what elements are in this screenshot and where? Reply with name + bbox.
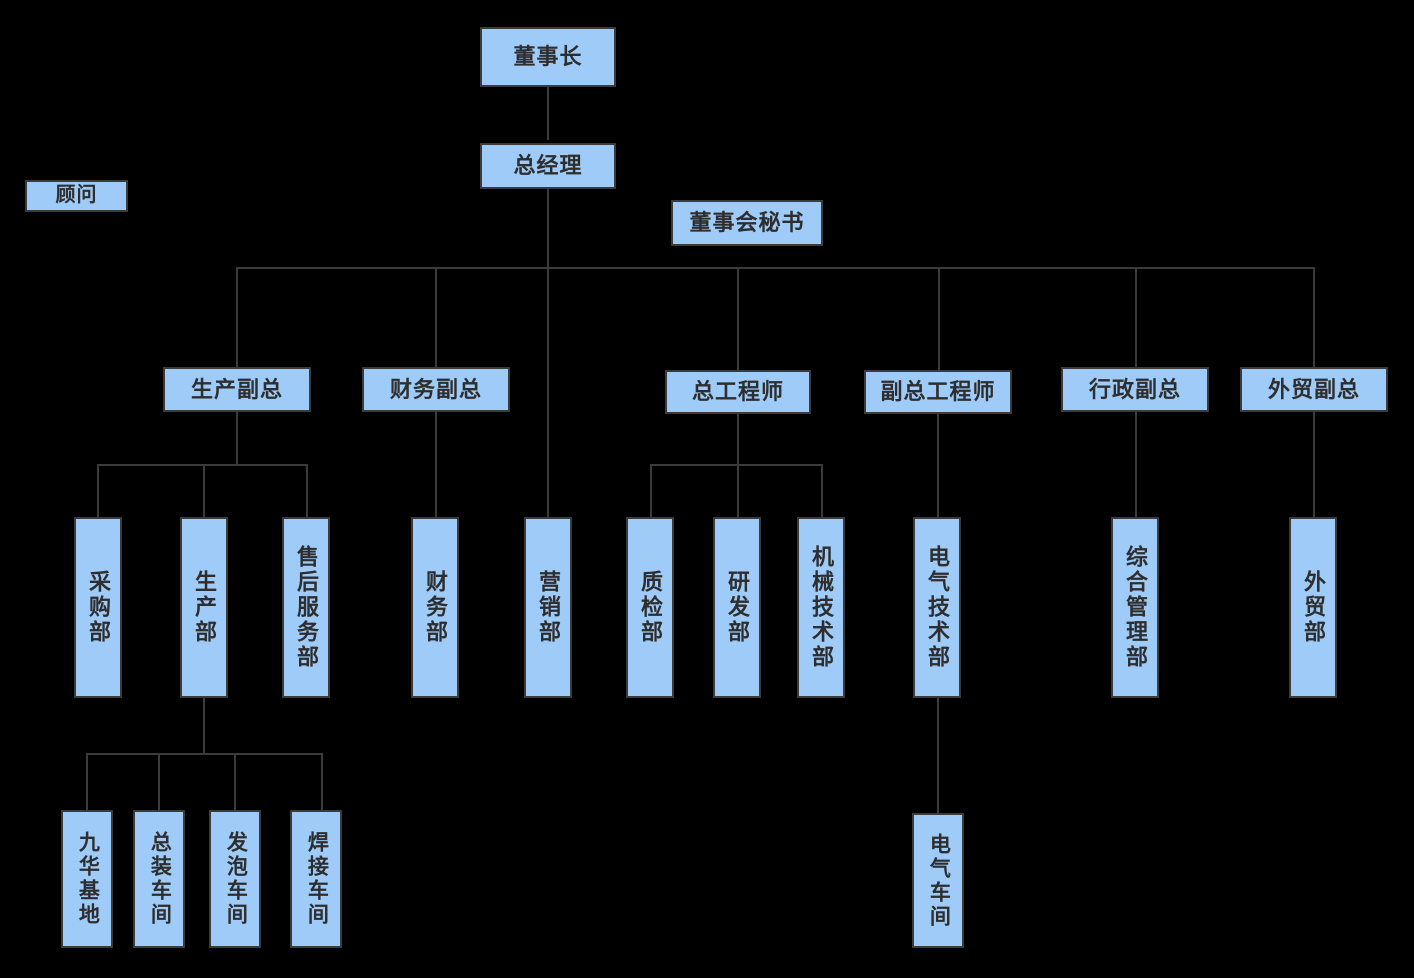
connector-vp-administration-stem bbox=[1135, 412, 1137, 518]
connector-bus-to-vp-production bbox=[236, 267, 238, 367]
node-dept-marketing-label: 营销部 bbox=[535, 570, 561, 645]
connector-bus-to-deputy-chief-engineer bbox=[938, 267, 940, 370]
node-dept-mechanical-tech-label: 机械技术部 bbox=[808, 545, 834, 670]
node-chief-engineer-label: 总工程师 bbox=[691, 379, 784, 405]
node-dept-rd[interactable]: 研发部 bbox=[713, 517, 761, 698]
connector-chief-engineer-bus bbox=[650, 464, 822, 466]
node-vp-administration[interactable]: 行政副总 bbox=[1061, 367, 1209, 412]
node-ws-welding[interactable]: 焊接车间 bbox=[290, 810, 342, 948]
node-ws-jiuhua-base-label: 九华基地 bbox=[76, 831, 100, 927]
connector-deputy-chief-engineer-stem bbox=[937, 414, 939, 518]
node-ws-assembly-label: 总装车间 bbox=[148, 831, 172, 927]
connector-to-dept-rd bbox=[737, 464, 739, 518]
node-board-secretary-label: 董事会秘书 bbox=[689, 210, 805, 236]
connector-to-ws-welding bbox=[321, 753, 323, 811]
node-dept-general-admin[interactable]: 综合管理部 bbox=[1111, 517, 1159, 698]
node-dept-mechanical-tech[interactable]: 机械技术部 bbox=[797, 517, 845, 698]
connector-to-dept-quality bbox=[650, 464, 652, 518]
node-dept-finance-label: 财务部 bbox=[422, 570, 448, 645]
node-general-manager-label: 总经理 bbox=[513, 153, 583, 179]
node-dept-production[interactable]: 生产部 bbox=[180, 517, 228, 698]
node-general-manager[interactable]: 总经理 bbox=[480, 143, 616, 189]
node-vp-finance-label: 财务副总 bbox=[389, 376, 482, 402]
node-chairman[interactable]: 董事长 bbox=[480, 27, 616, 87]
node-ws-assembly[interactable]: 总装车间 bbox=[133, 810, 185, 948]
node-dept-after-sales[interactable]: 售后服务部 bbox=[282, 517, 330, 698]
connector-workshop-bus bbox=[86, 753, 322, 755]
node-dept-rd-label: 研发部 bbox=[724, 570, 750, 645]
connector-to-dept-purchasing bbox=[97, 464, 99, 518]
connector-to-ws-jiuhua-base bbox=[86, 753, 88, 811]
node-advisor-label: 顾问 bbox=[55, 184, 98, 207]
connector-to-ws-electrical bbox=[937, 698, 939, 814]
node-advisor[interactable]: 顾问 bbox=[25, 180, 128, 212]
node-dept-electrical-tech-label: 电气技术部 bbox=[924, 545, 950, 670]
connector-to-ws-assembly bbox=[158, 753, 160, 811]
node-chief-engineer[interactable]: 总工程师 bbox=[665, 370, 811, 414]
connector-chairman-gm bbox=[547, 86, 549, 140]
connector-dept-production-stem bbox=[203, 698, 205, 754]
node-vp-production-label: 生产副总 bbox=[190, 376, 283, 402]
node-ws-foaming-label: 发泡车间 bbox=[224, 831, 248, 927]
node-dept-purchasing-label: 采购部 bbox=[85, 570, 111, 645]
node-dept-production-label: 生产部 bbox=[191, 570, 217, 645]
node-dept-foreign-trade[interactable]: 外贸部 bbox=[1289, 517, 1337, 698]
node-vp-foreign-trade[interactable]: 外贸副总 bbox=[1240, 367, 1388, 412]
node-dept-foreign-trade-label: 外贸部 bbox=[1300, 570, 1326, 645]
node-ws-electrical[interactable]: 电气车间 bbox=[912, 813, 964, 948]
node-ws-electrical-label: 电气车间 bbox=[927, 832, 951, 929]
node-dept-quality[interactable]: 质检部 bbox=[626, 517, 674, 698]
node-dept-quality-label: 质检部 bbox=[637, 570, 663, 645]
node-dept-general-admin-label: 综合管理部 bbox=[1122, 545, 1148, 670]
node-board-secretary[interactable]: 董事会秘书 bbox=[671, 200, 823, 246]
connector-chief-engineer-stem bbox=[737, 414, 739, 465]
node-ws-welding-label: 焊接车间 bbox=[305, 831, 329, 927]
connector-vp-foreign-trade-stem bbox=[1313, 412, 1315, 518]
node-dept-after-sales-label: 售后服务部 bbox=[293, 545, 319, 670]
node-dept-finance[interactable]: 财务部 bbox=[411, 517, 459, 698]
connector-gm-trunk bbox=[547, 188, 549, 518]
node-deputy-chief-engineer-label: 副总工程师 bbox=[880, 379, 996, 405]
node-dept-electrical-tech[interactable]: 电气技术部 bbox=[913, 517, 961, 698]
node-ws-jiuhua-base[interactable]: 九华基地 bbox=[61, 810, 113, 948]
node-ws-foaming[interactable]: 发泡车间 bbox=[209, 810, 261, 948]
node-vp-administration-label: 行政副总 bbox=[1088, 376, 1181, 402]
node-chairman-label: 董事长 bbox=[513, 44, 583, 70]
connector-bus-to-chief-engineer bbox=[737, 267, 739, 370]
connector-bus-to-vp-foreign-trade bbox=[1313, 267, 1315, 367]
node-vp-foreign-trade-label: 外贸副总 bbox=[1267, 376, 1360, 402]
connector-to-ws-foaming bbox=[234, 753, 236, 811]
connector-to-dept-mechanical-tech bbox=[821, 464, 823, 518]
connector-to-dept-after-sales bbox=[306, 464, 308, 518]
connector-vp-finance-stem bbox=[435, 412, 437, 518]
node-dept-marketing[interactable]: 营销部 bbox=[524, 517, 572, 698]
node-deputy-chief-engineer[interactable]: 副总工程师 bbox=[864, 370, 1012, 414]
connector-to-dept-production bbox=[203, 464, 205, 518]
node-vp-production[interactable]: 生产副总 bbox=[163, 367, 311, 412]
connector-vp-production-bus bbox=[97, 464, 308, 466]
connector-bus-to-vp-finance bbox=[435, 267, 437, 367]
connector-bus-to-vp-administration bbox=[1135, 267, 1137, 367]
connector-main-bus bbox=[236, 267, 1314, 269]
node-dept-purchasing[interactable]: 采购部 bbox=[74, 517, 122, 698]
connector-vp-production-stem bbox=[236, 412, 238, 465]
node-vp-finance[interactable]: 财务副总 bbox=[362, 367, 510, 412]
